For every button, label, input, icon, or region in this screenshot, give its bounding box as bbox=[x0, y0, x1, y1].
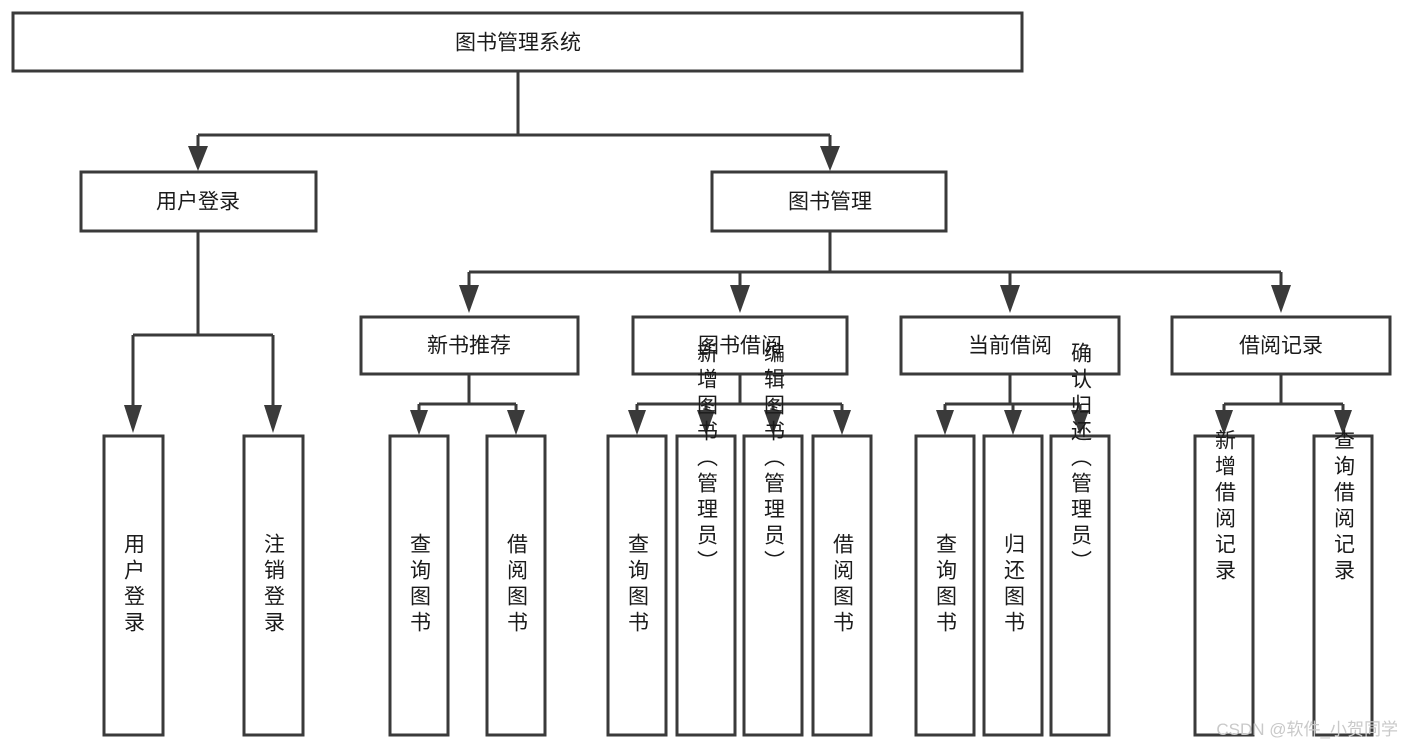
node-new-book-rec-label: 新书推荐 bbox=[427, 335, 511, 358]
node-book-borrow-box[interactable] bbox=[631, 315, 849, 376]
node-leaf-add-book-box[interactable] bbox=[675, 434, 737, 737]
node-leaf-borrow-book-b-label: 借阅图书 bbox=[831, 533, 855, 637]
node-leaf-query-book-c-box[interactable] bbox=[914, 434, 976, 737]
node-current-borrow-label: 当前借阅 bbox=[968, 335, 1052, 358]
node-leaf-edit-book-label: 编辑图书（管理员） bbox=[762, 342, 786, 576]
node-leaf-edit-book[interactable]: 编辑图书（管理员） bbox=[742, 342, 804, 737]
connector-group-borrow-record bbox=[1215, 374, 1352, 435]
arrowhead-leaf-edit-book bbox=[764, 410, 782, 435]
node-new-book-rec-box[interactable] bbox=[359, 315, 580, 376]
arrowhead-leaf-confirm-return bbox=[1071, 410, 1089, 435]
node-root-label: 图书管理系统 bbox=[455, 32, 581, 55]
node-leaf-user-login[interactable]: 用户登录 bbox=[102, 434, 165, 737]
arrowhead-borrow-record bbox=[1271, 285, 1291, 313]
arrowhead-leaf-logout bbox=[264, 405, 282, 433]
node-borrow-record[interactable]: 借阅记录 bbox=[1170, 315, 1392, 376]
node-leaf-user-login-label: 用户登录 bbox=[122, 533, 146, 637]
node-leaf-query-book-b[interactable]: 查询图书 bbox=[606, 434, 668, 737]
node-leaf-borrow-book-b[interactable]: 借阅图书 bbox=[811, 434, 873, 737]
node-leaf-add-book[interactable]: 新增图书（管理员） bbox=[675, 342, 737, 737]
node-leaf-borrow-book-b-box[interactable] bbox=[811, 434, 873, 737]
node-leaf-logout[interactable]: 注销登录 bbox=[242, 434, 305, 737]
arrowhead-leaf-add-record bbox=[1215, 410, 1233, 435]
node-book-borrow[interactable]: 图书借阅 bbox=[631, 315, 849, 376]
node-user-login-label: 用户登录 bbox=[156, 191, 240, 214]
node-leaf-return-book[interactable]: 归还图书 bbox=[982, 434, 1044, 737]
node-book-manage-box[interactable] bbox=[710, 170, 948, 233]
arrowhead-leaf-borrow-book-a bbox=[507, 410, 525, 435]
node-leaf-borrow-book-a[interactable]: 借阅图书 bbox=[485, 434, 547, 737]
node-leaf-query-book-a-label: 查询图书 bbox=[408, 533, 432, 637]
node-leaf-query-record-box[interactable] bbox=[1312, 434, 1374, 737]
arrowhead-leaf-query-book-b bbox=[628, 410, 646, 435]
node-book-manage[interactable]: 图书管理 bbox=[710, 170, 948, 233]
node-user-login-box[interactable] bbox=[79, 170, 318, 233]
arrowhead-book-manage bbox=[820, 146, 840, 171]
arrowhead-new-book-rec bbox=[459, 285, 479, 313]
node-leaf-query-record[interactable]: 查询借阅记录 bbox=[1312, 429, 1374, 737]
arrowhead-leaf-return-book bbox=[1004, 410, 1022, 435]
node-root[interactable]: 图书管理系统 bbox=[11, 11, 1024, 73]
node-current-borrow-box[interactable] bbox=[899, 315, 1121, 376]
node-root-box[interactable] bbox=[11, 11, 1024, 73]
node-borrow-record-box[interactable] bbox=[1170, 315, 1392, 376]
node-leaf-logout-label: 注销登录 bbox=[262, 533, 286, 637]
node-user-login[interactable]: 用户登录 bbox=[79, 170, 318, 233]
node-leaf-add-record[interactable]: 新增借阅记录 bbox=[1193, 429, 1255, 737]
node-leaf-return-book-box[interactable] bbox=[982, 434, 1044, 737]
arrowhead-leaf-query-book-a bbox=[410, 410, 428, 435]
node-borrow-record-label: 借阅记录 bbox=[1239, 335, 1323, 358]
node-leaf-query-book-c-label: 查询图书 bbox=[934, 533, 958, 637]
node-leaf-query-book-b-label: 查询图书 bbox=[626, 533, 650, 637]
arrowhead-leaf-add-book bbox=[697, 410, 715, 435]
node-leaf-confirm-return-label: 确认归还（管理员） bbox=[1069, 342, 1093, 576]
node-leaf-add-record-box[interactable] bbox=[1193, 434, 1255, 737]
arrowhead-current-borrow bbox=[1000, 285, 1020, 313]
arrowhead-leaf-query-book-c bbox=[936, 410, 954, 435]
node-leaf-query-book-a[interactable]: 查询图书 bbox=[388, 434, 450, 737]
connector-group-book-manage bbox=[459, 232, 1291, 313]
node-leaf-add-record-label: 新增借阅记录 bbox=[1213, 429, 1237, 585]
node-leaf-return-book-label: 归还图书 bbox=[1002, 533, 1026, 637]
connector-group-current-borrow bbox=[936, 374, 1089, 435]
node-book-borrow-label: 图书借阅 bbox=[698, 335, 782, 358]
node-book-manage-label: 图书管理 bbox=[788, 191, 872, 214]
arrowhead-book-borrow bbox=[730, 285, 750, 313]
connector-group-root bbox=[188, 71, 840, 171]
node-leaf-edit-book-box[interactable] bbox=[742, 434, 804, 737]
node-leaf-query-book-b-box[interactable] bbox=[606, 434, 668, 737]
node-leaf-user-login-box[interactable] bbox=[102, 434, 165, 737]
watermark-label: CSDN @软件_小贺同学 bbox=[1216, 720, 1398, 739]
arrowhead-leaf-query-record bbox=[1334, 410, 1352, 435]
node-current-borrow[interactable]: 当前借阅 bbox=[899, 315, 1121, 376]
arrowhead-leaf-borrow-book-b bbox=[833, 410, 851, 435]
arrowhead-leaf-user-login bbox=[124, 405, 142, 433]
node-leaf-logout-box[interactable] bbox=[242, 434, 305, 737]
node-leaf-query-book-a-box[interactable] bbox=[388, 434, 450, 737]
arrowhead-user-login bbox=[188, 146, 208, 171]
connector-group-new-book-rec bbox=[410, 374, 525, 435]
node-leaf-borrow-book-a-box[interactable] bbox=[485, 434, 547, 737]
node-new-book-rec[interactable]: 新书推荐 bbox=[359, 315, 580, 376]
connector-group-book-borrow bbox=[628, 374, 851, 435]
node-leaf-add-book-label: 新增图书（管理员） bbox=[695, 342, 719, 576]
node-leaf-query-book-c[interactable]: 查询图书 bbox=[914, 434, 976, 737]
connector-group-user-login bbox=[124, 232, 282, 433]
node-leaf-confirm-return[interactable]: 确认归还（管理员） bbox=[1049, 342, 1111, 737]
node-leaf-query-record-label: 查询借阅记录 bbox=[1332, 429, 1356, 585]
node-leaf-borrow-book-a-label: 借阅图书 bbox=[505, 533, 529, 637]
node-leaf-confirm-return-box[interactable] bbox=[1049, 434, 1111, 737]
